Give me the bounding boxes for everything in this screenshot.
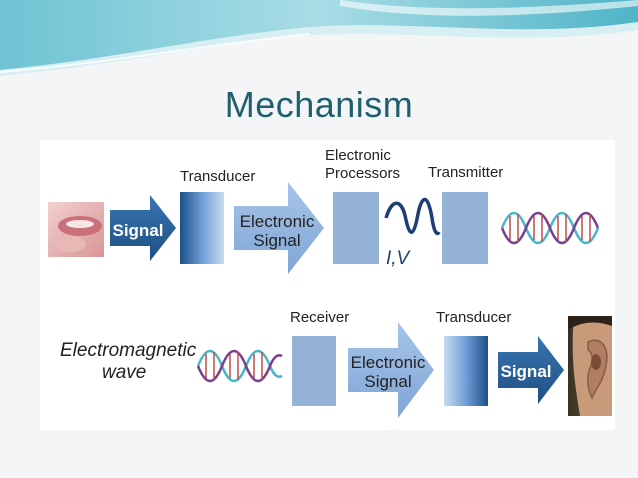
electronic-signal-1-line2: Signal <box>253 231 300 250</box>
em-wave-label-line2: wave <box>102 362 146 383</box>
processors-block <box>333 192 379 264</box>
transmitter-block <box>442 192 488 264</box>
em-wave-1 <box>500 211 600 245</box>
signal-arrow-1-label: Signal <box>112 221 163 240</box>
electronic-signal-2-line2: Signal <box>364 372 411 391</box>
receiver-block <box>292 336 336 406</box>
iv-waveform: I,V <box>384 197 441 269</box>
em-wave-label-line1: Electromagnetic <box>60 340 197 361</box>
processors-label-line2: Processors <box>325 165 400 182</box>
electronic-signal-arrow-1: Electronic Signal <box>234 182 324 274</box>
em-wave-2 <box>196 349 283 383</box>
signal-arrow-2: Signal <box>498 336 564 404</box>
transducer-1-block <box>180 192 224 264</box>
receiver-label: Receiver <box>290 309 349 326</box>
signal-arrow-1: Signal <box>110 195 176 261</box>
iv-label: I,V <box>386 248 412 269</box>
ear-image <box>568 316 612 416</box>
transducer-2-label: Transducer <box>436 309 511 326</box>
transducer-2-block <box>444 336 488 406</box>
processors-label-line1: Electronic <box>325 147 391 164</box>
mouth-image <box>48 202 104 257</box>
transmitter-label: Transmitter <box>428 164 503 181</box>
electronic-signal-2-line1: Electronic <box>351 353 426 372</box>
electronic-signal-arrow-2: Electronic Signal <box>348 322 434 418</box>
mechanism-diagram: Signal Transducer Electronic Signal Elec… <box>40 140 615 430</box>
electronic-signal-1-line1: Electronic <box>240 212 315 231</box>
slide-title: Mechanism <box>224 84 414 125</box>
signal-arrow-2-label: Signal <box>500 362 551 381</box>
header-wave-decoration <box>0 0 638 80</box>
transducer-1-label: Transducer <box>180 168 255 185</box>
